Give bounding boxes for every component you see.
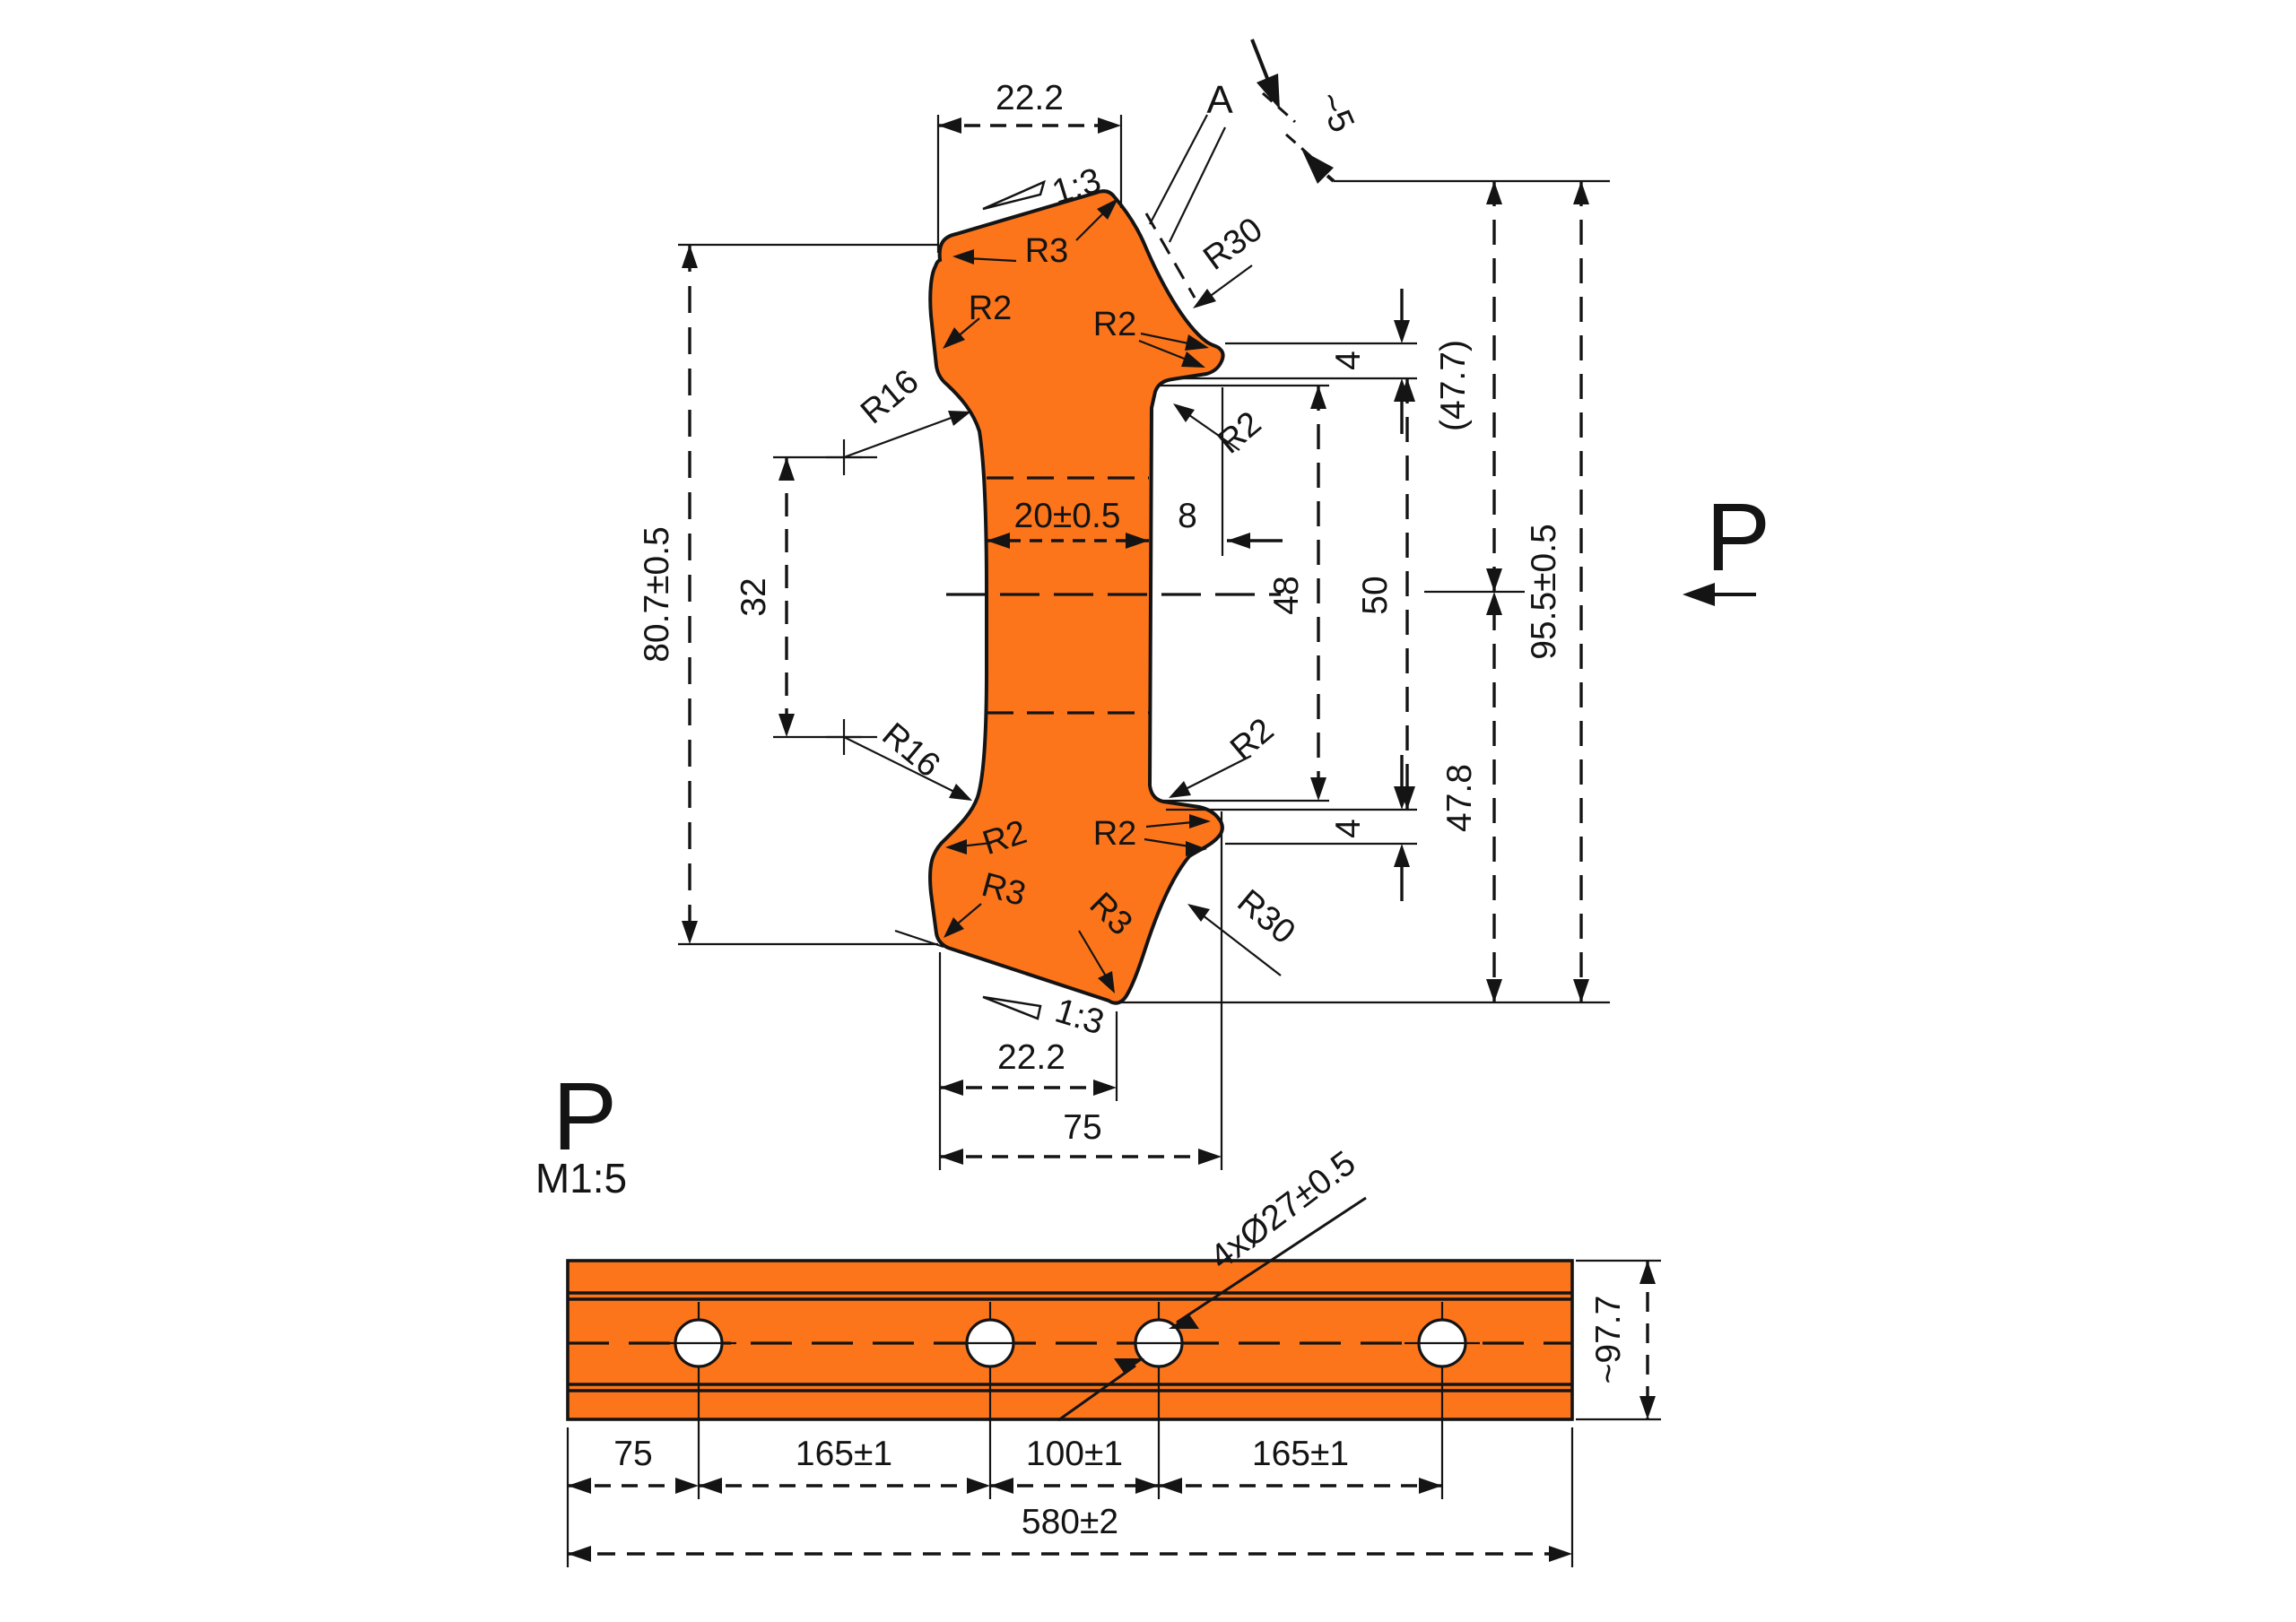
radius-r2-lower-right: R2 — [1093, 814, 1211, 856]
dim-overall-width: 75 — [940, 811, 1223, 1170]
dim-label: ~5 — [1310, 86, 1361, 138]
dim-overall-height: 95.5±0.5 — [1525, 181, 1589, 1002]
view-direction-label: P — [1706, 482, 1770, 591]
radius-label: R2 — [1093, 815, 1137, 853]
taper-symbol-bottom: 1:3 — [982, 992, 1109, 1043]
radius-label: R16 — [875, 716, 947, 785]
dim-notch-bottom-4: 4 — [1159, 755, 1417, 901]
dim-label: 4 — [1329, 819, 1368, 838]
dim-label: 580±2 — [1022, 1503, 1118, 1541]
dim-label: 95.5±0.5 — [1525, 524, 1563, 660]
radius-label: R2 — [1211, 404, 1268, 461]
dim-47-7: (47.7) 47.8 — [1424, 181, 1525, 1002]
dim-label: 80.7±0.5 — [638, 526, 676, 663]
dim-chamfer-5: ~5 — [1250, 39, 1361, 184]
dim-label: 22.2 — [996, 79, 1064, 117]
radius-r2-mid-upper: R2 — [1173, 403, 1268, 462]
dim-left-span-32: 32 — [735, 455, 877, 739]
dim-label: ~97.7 — [1589, 1296, 1628, 1384]
dim-50: 50 — [1356, 378, 1415, 810]
dim-label: 8 — [1178, 497, 1197, 535]
view-scale-label: M1:5 — [535, 1155, 627, 1201]
radius-label: R30 — [1196, 211, 1269, 278]
hole-note-label: 4xØ27±0.5 — [1203, 1144, 1362, 1278]
dim-label: 47.8 — [1440, 764, 1479, 832]
dim-label: (47.7) — [1434, 340, 1473, 431]
view-direction-p: P — [1683, 482, 1770, 606]
dim-label: 22.2 — [997, 1038, 1065, 1077]
radius-r2-head-right: R2 — [1093, 306, 1209, 368]
radius-r2-head-left: R2 — [943, 290, 1012, 349]
radius-label: R16 — [854, 362, 926, 431]
radius-r16-bottom: R16 — [826, 716, 972, 801]
dim-bar-height: ~97.7 — [1576, 1259, 1661, 1421]
dim-label: 32 — [735, 577, 773, 616]
dim-notch-top-4: 4 — [1159, 289, 1417, 434]
dim-label: 165±1 — [1252, 1435, 1349, 1473]
dim-label: 50 — [1356, 576, 1395, 614]
radius-label: R2 — [1223, 711, 1281, 768]
detail-a-callout: A — [1149, 78, 1233, 243]
radius-label: R2 — [1093, 306, 1137, 343]
dim-web-width: 20±0.5 — [987, 497, 1149, 549]
chamfer-hidden-line — [1144, 213, 1196, 299]
bar-body — [566, 1259, 1574, 1421]
dim-label: 100±1 — [1026, 1435, 1123, 1473]
dim-48: 48 — [1267, 386, 1326, 801]
dim-label: 75 — [1063, 1108, 1101, 1147]
detail-label: A — [1206, 78, 1233, 122]
taper-triangle-icon — [982, 995, 1042, 1020]
dim-label: 75 — [613, 1435, 652, 1473]
dim-label: 48 — [1267, 576, 1306, 614]
dim-bar-pitches: 75 165±1 100±1 165±1 — [566, 1427, 1574, 1567]
bolt-holes — [661, 1318, 1480, 1368]
dim-label: 165±1 — [796, 1435, 892, 1473]
taper-triangle-icon — [982, 179, 1046, 211]
radius-r30-top: R30 — [1193, 211, 1269, 308]
dim-bottom-width: 22.2 — [938, 952, 1118, 1170]
dim-label: 20±0.5 — [1014, 497, 1121, 535]
side-view: 4xØ27±0.5 75 165±1 100±1 165±1 — [566, 1144, 1661, 1567]
radius-r30-bottom: R30 — [1187, 882, 1302, 976]
dim-top-width: 22.2 — [936, 79, 1123, 253]
section-view: 22.2 A ~5 1:3 R3 — [535, 39, 1770, 1201]
dim-web-offset-8: 8 — [1178, 387, 1283, 556]
radius-label: R30 — [1231, 882, 1302, 951]
radius-label: R2 — [969, 290, 1013, 327]
dim-bar-length: 580±2 — [568, 1503, 1572, 1562]
section-profile — [928, 189, 1225, 1005]
radius-label: R3 — [1025, 232, 1069, 270]
view-label-p: P — [552, 1062, 617, 1170]
radius-r3-top: R3 — [952, 198, 1118, 270]
dim-left-height: 80.7±0.5 — [638, 243, 938, 946]
radius-r2-mid-lower: R2 — [1169, 711, 1281, 798]
dim-label: 4 — [1329, 351, 1368, 370]
